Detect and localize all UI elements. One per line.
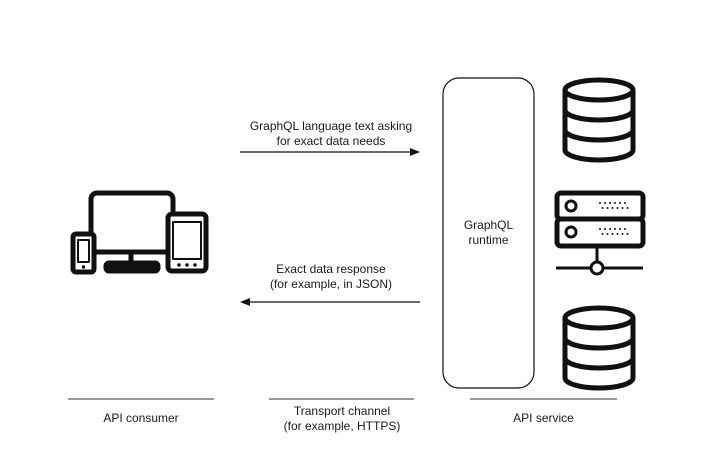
runtime-label: GraphQL runtime [443, 218, 534, 248]
api-service-text: API service [513, 411, 574, 425]
runtime-label-line1: GraphQL [463, 218, 514, 232]
server-dots [599, 202, 629, 235]
request-arrow [240, 148, 420, 156]
response-label-line1: Exact data response [276, 262, 386, 276]
response-arrow [240, 298, 420, 306]
devices-icon [70, 190, 209, 275]
request-label-line2: for exact data needs [276, 134, 386, 148]
transport-channel-label: Transport channel (for example, HTTPS) [261, 404, 423, 434]
database-icon [562, 305, 636, 391]
database-icon [562, 77, 636, 163]
transport-label-line2: (for example, HTTPS) [283, 419, 401, 433]
request-label: GraphQL language text asking for exact d… [236, 119, 426, 149]
transport-label-line1: Transport channel [293, 404, 391, 418]
graphql-runtime-box [442, 77, 535, 389]
request-label-line1: GraphQL language text asking [249, 119, 413, 133]
api-consumer-label: API consumer [68, 411, 214, 426]
response-label-line2: (for example, in JSON) [269, 277, 393, 291]
api-service-label: API service [470, 411, 617, 426]
runtime-label-line2: runtime [468, 233, 509, 247]
api-consumer-text: API consumer [103, 411, 179, 425]
network-icon [556, 246, 643, 276]
server-icon [554, 190, 646, 249]
response-label: Exact data response (for example, in JSO… [236, 262, 426, 292]
